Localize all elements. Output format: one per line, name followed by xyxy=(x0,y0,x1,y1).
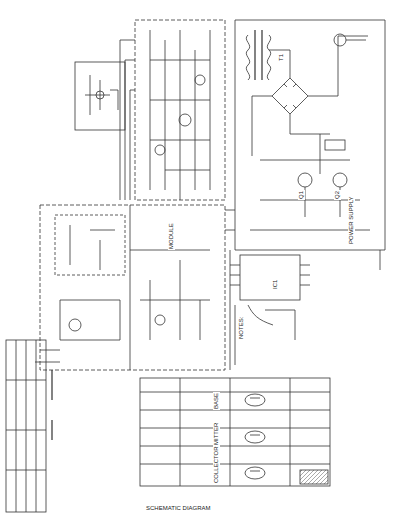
schematic-label: MODULE xyxy=(168,222,175,250)
schematic-label: T1 xyxy=(278,53,285,62)
schematic-label: COLLECTOR xyxy=(213,445,220,484)
schematic-label: POWER SUPPLY xyxy=(348,195,355,245)
schematic-label: SCHEMATIC DIAGRAM xyxy=(145,505,212,512)
schematic-label: Q2 xyxy=(334,190,341,200)
schematic-label: BASE xyxy=(213,392,220,410)
schematic-label: IC1 xyxy=(272,279,279,290)
schematic-label: NOTES: xyxy=(238,316,245,340)
schematic-label: Q1 xyxy=(298,190,305,200)
